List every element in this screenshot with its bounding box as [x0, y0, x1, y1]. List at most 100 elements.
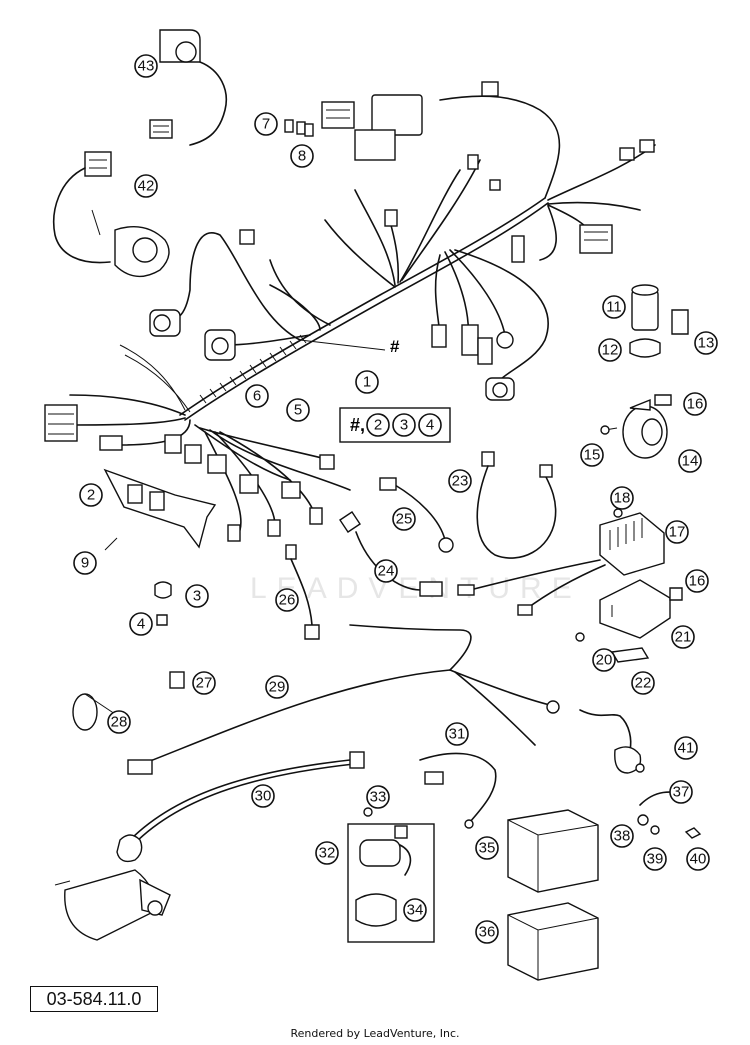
drawing-code-box: 03-584.11.0: [30, 986, 158, 1012]
svg-text:35: 35: [479, 840, 496, 857]
callout-7: 7: [254, 112, 278, 136]
callout-8: 8: [290, 144, 314, 168]
callout-14: 14: [678, 449, 702, 473]
callout-label-1: 1: [363, 374, 371, 391]
callout-4: 4: [129, 612, 153, 636]
svg-text:31: 31: [449, 726, 466, 743]
fuses-7-8: [284, 119, 314, 137]
callout-35: 35: [475, 836, 499, 860]
assembly-member-3: 3: [400, 417, 408, 434]
svg-text:18: 18: [614, 490, 631, 507]
starter-relay-group: [347, 807, 435, 943]
svg-text:29: 29: [269, 679, 286, 696]
cable-23: [476, 451, 557, 559]
callout-32: 32: [315, 841, 339, 865]
watermark: LEADVENTURE: [250, 572, 582, 605]
callout-2: 2: [79, 483, 103, 507]
callout-16: 16: [683, 392, 707, 416]
svg-text:22: 22: [635, 675, 652, 692]
callout-38: 38: [610, 824, 634, 848]
svg-text:34: 34: [407, 902, 424, 919]
cable-31: [419, 752, 497, 829]
callout-12: 12: [598, 338, 622, 362]
assembly-member-2: 2: [374, 417, 382, 434]
svg-text:16: 16: [687, 396, 704, 413]
watermark-text: LEADVENTURE: [250, 572, 582, 605]
svg-text:4: 4: [137, 616, 145, 633]
callout-9: 9: [73, 551, 97, 575]
svg-text:37: 37: [673, 784, 690, 801]
footer-credit: Rendered by LeadVenture, Inc.: [290, 1027, 460, 1040]
callout-22: 22: [631, 671, 655, 695]
callout-36: 36: [475, 920, 499, 944]
svg-text:15: 15: [584, 447, 601, 464]
callout-34: 34: [403, 898, 427, 922]
callout-39: 39: [643, 847, 667, 871]
starter-cable-30: [116, 751, 365, 863]
svg-text:3: 3: [193, 588, 201, 605]
svg-text:8: 8: [298, 148, 306, 165]
mounting-plate-2: [103, 468, 217, 626]
svg-text:17: 17: [669, 524, 686, 541]
svg-text:5: 5: [294, 402, 302, 419]
cable-29: [127, 624, 560, 775]
svg-text:32: 32: [319, 845, 336, 862]
assembly-prefix: #,: [350, 415, 365, 435]
callout-33: 33: [366, 785, 390, 809]
assembly-member-4: 4: [426, 417, 434, 434]
handlebar-switch-43: [149, 29, 227, 146]
svg-text:11: 11: [606, 299, 622, 316]
callout-5: 5: [286, 398, 310, 422]
sensor-41: [579, 709, 645, 774]
sensors-24-25-26: [285, 477, 454, 640]
callout-circle-1: [355, 370, 379, 394]
svg-text:24: 24: [378, 563, 395, 580]
callout-20: 20: [592, 648, 616, 672]
callout-15: 15: [580, 443, 604, 467]
svg-text:14: 14: [682, 453, 699, 470]
svg-text:25: 25: [396, 511, 413, 528]
callout-42: 42: [134, 174, 158, 198]
callout-13: 13: [694, 331, 718, 355]
handlebar-switch-42: [53, 151, 170, 278]
svg-text:21: 21: [675, 629, 692, 646]
callouts: 43 42 7 8 11 12 13 6 5 16 15 14 2 23 18 …: [73, 54, 718, 944]
callout-26: 26: [275, 588, 299, 612]
callout-30: 30: [251, 784, 275, 808]
svg-text:13: 13: [698, 335, 715, 352]
battery-35-36: [507, 809, 599, 981]
battery-cables-37-40: [637, 791, 702, 839]
svg-text:7: 7: [262, 116, 270, 133]
svg-text:42: 42: [138, 178, 155, 195]
callout-17: 17: [665, 520, 689, 544]
callout-28: 28: [107, 710, 131, 734]
hash-mark-harness: #: [390, 337, 400, 356]
svg-text:38: 38: [614, 828, 631, 845]
callout-40: 40: [686, 847, 710, 871]
callout-21: 21: [671, 625, 695, 649]
svg-text:12: 12: [602, 342, 619, 359]
relay-27: [72, 671, 185, 731]
callout-27: 27: [192, 671, 216, 695]
voltage-regulator-17: [457, 508, 665, 616]
svg-text:33: 33: [370, 789, 387, 806]
horn-14: [600, 394, 672, 459]
starter-motor: [54, 869, 171, 941]
assembly-callout-1: #, 1 2 3 4: [339, 370, 451, 443]
callout-25: 25: [392, 507, 416, 531]
callout-41: 41: [674, 736, 698, 760]
svg-text:40: 40: [690, 851, 707, 868]
svg-text:23: 23: [452, 473, 469, 490]
callout-24: 24: [374, 559, 398, 583]
callout-29: 29: [265, 675, 289, 699]
callout-18: 18: [610, 486, 634, 510]
svg-text:2: 2: [87, 487, 95, 504]
svg-text:30: 30: [255, 788, 272, 805]
harness-connectors: [44, 81, 655, 542]
callout-16b: 16: [685, 569, 709, 593]
svg-text:6: 6: [253, 388, 261, 405]
callout-37: 37: [669, 780, 693, 804]
callout-11: 11: [602, 295, 626, 319]
svg-text:16: 16: [689, 573, 706, 590]
